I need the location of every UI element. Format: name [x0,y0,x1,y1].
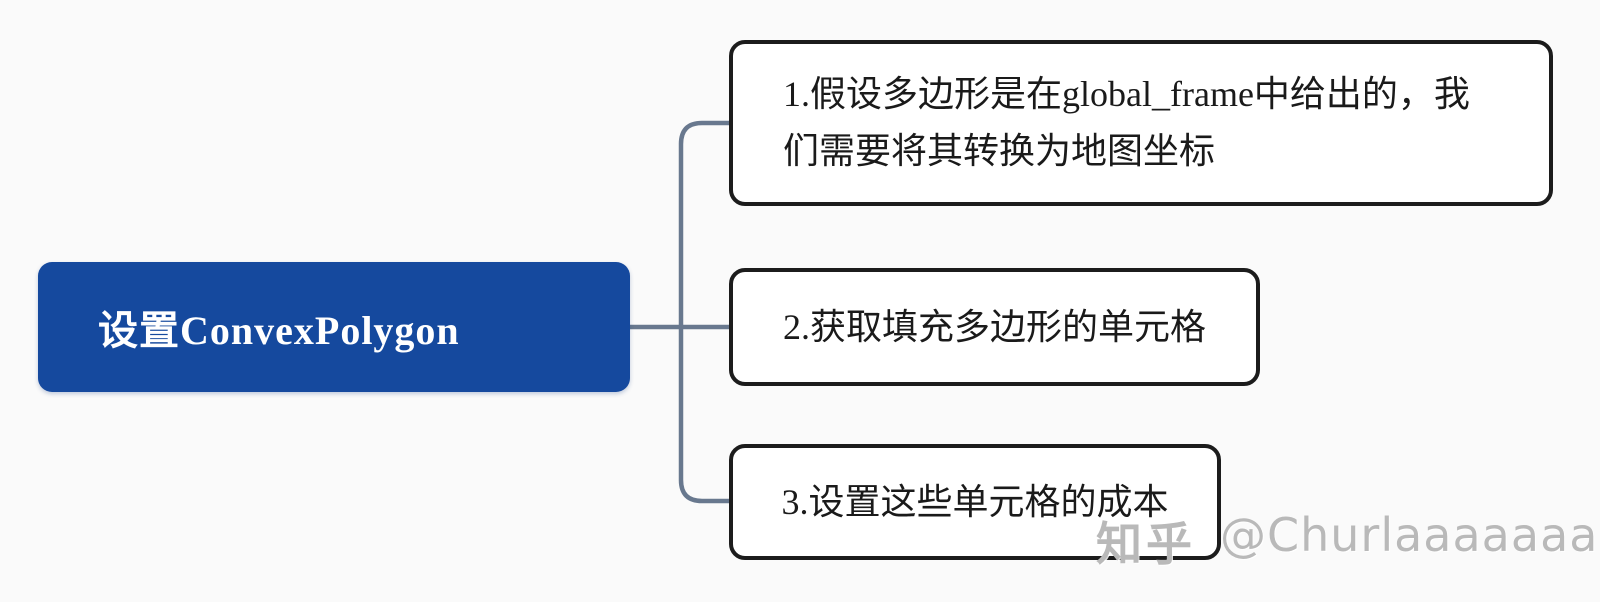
root-topic-label: 设置ConvexPolygon [98,308,460,353]
connector-rail [678,120,729,504]
branch-node-3[interactable]: 3.设置这些单元格的成本 [729,444,1221,560]
branch-1-line-2: 们需要将其转换为地图坐标 [783,131,1216,171]
watermark: 知乎 @Churlaaaaaaa [1096,508,1598,574]
root-topic-node[interactable]: 设置ConvexPolygon [38,262,630,392]
branch-1-line-1: 1.假设多边形是在global_frame中给出的，我 [783,74,1470,114]
branch-3-line-1: 3.设置这些单元格的成本 [781,481,1169,522]
branch-2-line-1: 2.获取填充多边形的单元格 [782,306,1206,347]
branch-node-2[interactable]: 2.获取填充多边形的单元格 [729,268,1260,386]
zhihu-logo-text: 知乎 [1096,518,1196,570]
watermark-handle: @Churlaaaaaaa [1220,508,1599,562]
branch-node-1[interactable]: 1.假设多边形是在global_frame中给出的，我 们需要将其转换为地图坐标 [729,40,1553,206]
